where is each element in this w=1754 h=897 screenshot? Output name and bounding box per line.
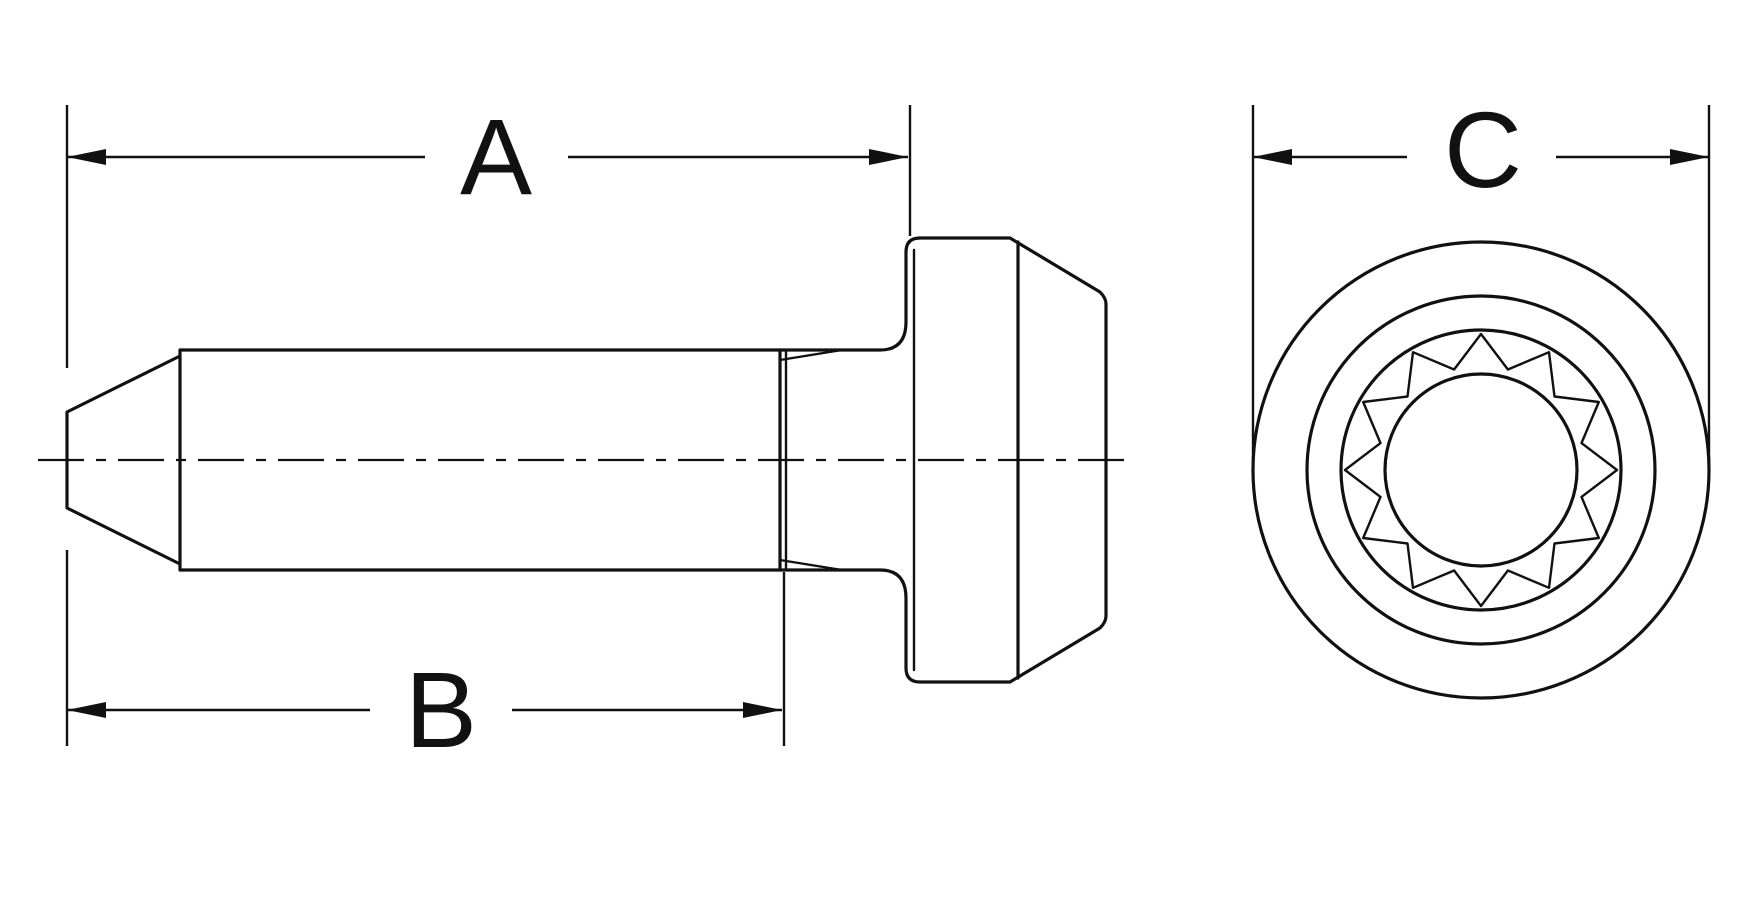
dimension-a-arrow-left (67, 149, 106, 165)
dimension-b-arrow-left (67, 702, 106, 718)
dimension-a-label: A (460, 96, 532, 217)
bolt-side-view (38, 236, 1132, 684)
bolt-end-view (1251, 240, 1711, 700)
dimension-c: C (1251, 89, 1711, 470)
dimension-a-arrow-right (869, 149, 908, 165)
socket-outer-circle (1339, 328, 1623, 612)
head-outer-circle (1251, 240, 1711, 700)
dimension-b: B (65, 550, 786, 770)
dimension-c-arrow-right (1670, 149, 1709, 165)
dimension-c-arrow-left (1253, 149, 1292, 165)
dimension-b-label: B (405, 649, 477, 770)
dimension-b-arrow-right (743, 702, 782, 718)
dimension-c-label: C (1444, 89, 1522, 210)
bolt-shank (178, 348, 782, 572)
socket-inner-circle (1383, 372, 1579, 568)
torx-star (1343, 332, 1619, 608)
dimension-a: A (65, 96, 912, 368)
head-middle-circle (1305, 294, 1657, 646)
